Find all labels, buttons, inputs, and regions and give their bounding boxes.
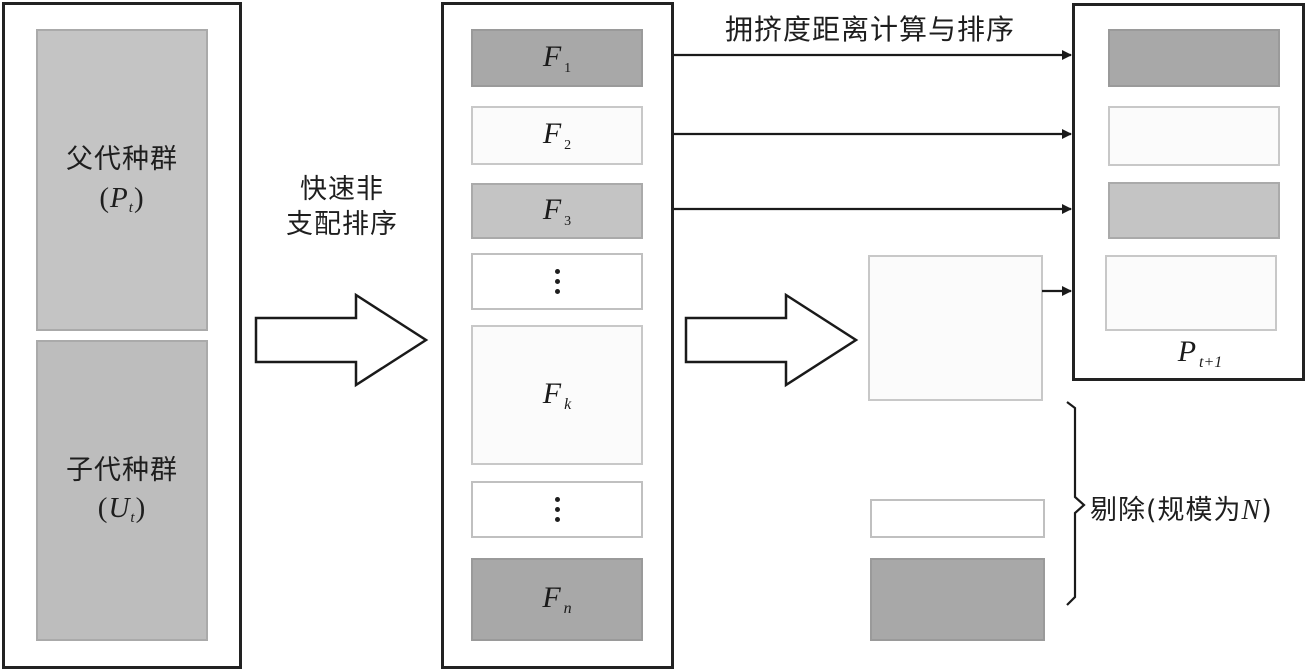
offspring-population-block: 子代种群 (Ut) [36,340,208,641]
crowding-distance-label: 拥挤度距离计算与排序 [724,13,1015,46]
offspring-population-text: 子代种群 [66,454,178,486]
offspring-population-symbol: (Ut) [97,492,147,527]
rejected-front-block [870,499,1045,538]
next-pop-partial-front [1105,255,1277,331]
next-pop-f3 [1108,182,1280,239]
nondominated-sort-label: 快速非 支配排序 [262,172,422,242]
next-pop-f2 [1108,106,1280,166]
big-arrow-select-icon [684,292,859,388]
ellipsis-icon [554,269,560,294]
sort-label-line2: 支配排序 [286,209,398,241]
parent-population-symbol: (Pt) [99,181,145,216]
parent-population-text: 父代种群 [66,144,178,176]
rejected-label-var: N [1241,495,1262,526]
parent-population-block: 父代种群 (Pt) [36,29,208,331]
brace-icon [1066,401,1086,606]
big-arrow-sort-icon [254,292,429,388]
split-front-block [868,255,1043,401]
ellipsis-icon [554,497,560,522]
rejected-last-front-block [870,558,1045,641]
offspring-population-label: 子代种群 (Ut) [66,453,178,529]
front-ellipsis-2 [471,481,643,538]
sort-label-line1: 快速非 [300,174,384,205]
parent-population-label: 父代种群 (Pt) [66,142,178,218]
front-ellipsis-1 [471,253,643,310]
rejected-label-suffix: ) [1261,495,1273,526]
rejected-label-prefix: 剔除(规模为 [1090,495,1242,526]
rejected-label: 剔除(规模为N) [1090,488,1273,527]
next-pop-f1 [1108,29,1280,87]
